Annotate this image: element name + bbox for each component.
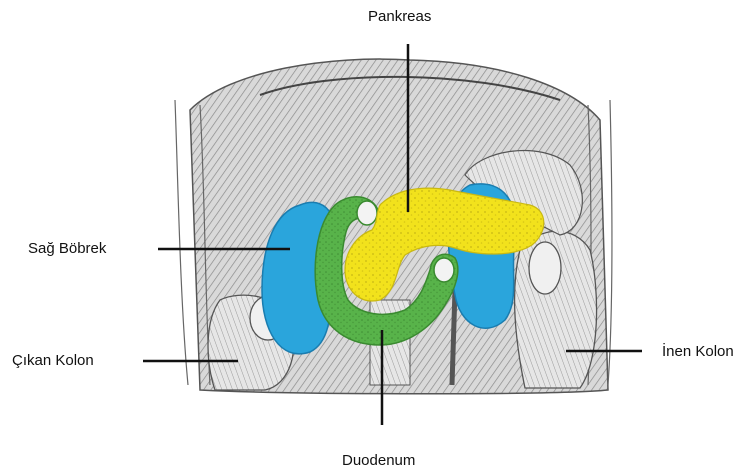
duodenum-end-top xyxy=(357,201,377,225)
label-duodenum: Duodenum xyxy=(342,452,415,470)
label-ascending-colon: Çıkan Kolon xyxy=(12,352,94,370)
duodenum-end-right xyxy=(434,258,454,282)
label-right-kidney: Sağ Böbrek xyxy=(28,240,106,258)
label-descending-colon: İnen Kolon xyxy=(662,343,734,361)
label-pancreas: Pankreas xyxy=(368,8,431,26)
